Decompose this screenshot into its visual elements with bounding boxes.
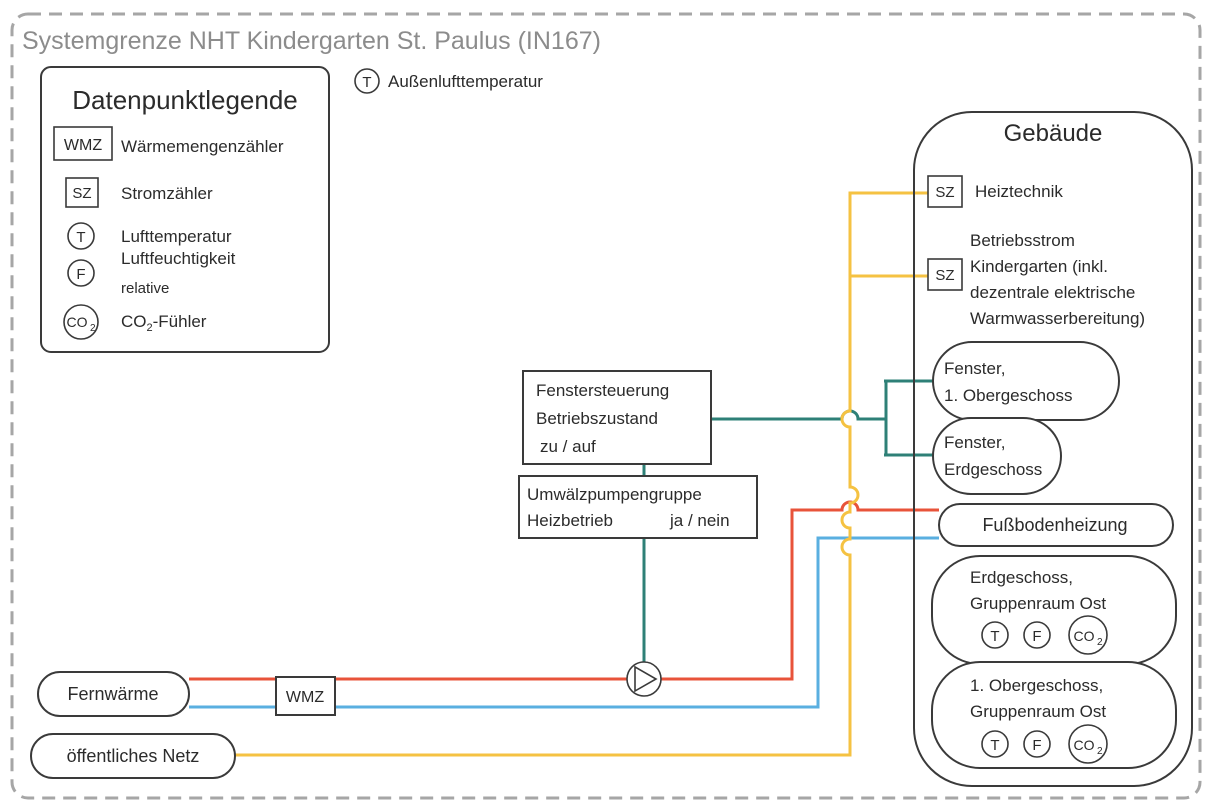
legend-sz-label: Stromzähler <box>121 184 213 203</box>
sz-heiztechnik-symbol: SZ <box>935 184 954 201</box>
building: Gebäude SZ Heiztechnik SZ Betriebsstrom … <box>913 111 1193 787</box>
heat-meter-label: WMZ <box>286 689 324 706</box>
window-control-line-1: Fenstersteuerung <box>536 381 669 400</box>
floor-heating-label: Fußbodenheizung <box>982 515 1127 535</box>
legend: Datenpunktlegende WMZ Wärmemengenzähler … <box>40 66 330 353</box>
legend-wmz-icon <box>53 126 113 161</box>
room-og-co2-sensor-icon <box>1068 724 1108 764</box>
heiztechnik-label: Heiztechnik <box>975 182 1063 201</box>
room-eg-temperature-sensor-icon <box>981 621 1009 649</box>
supply-lines <box>189 500 939 681</box>
legend-sz-symbol: SZ <box>72 185 91 202</box>
room-og-humidity-sensor-icon <box>1023 730 1051 758</box>
window-control-box: Fenstersteuerung Betriebszustand zu / au… <box>522 370 712 465</box>
district-heating-box <box>37 671 190 717</box>
room-og-f-symbol: F <box>1032 737 1041 754</box>
window-og-line-1: Fenster, <box>944 359 1005 378</box>
legend-t-symbol: T <box>76 229 85 246</box>
heat-meter-box <box>275 676 336 716</box>
window-eg-line-1: Fenster, <box>944 433 1005 452</box>
legend-co2-symbol: CO <box>67 314 88 330</box>
district-heating-label: Fernwärme <box>67 684 158 704</box>
pump-group-line-3: ja / nein <box>669 511 730 530</box>
sz-betriebsstrom-icon <box>927 258 963 291</box>
pump-group-line-2: Heizbetrieb <box>527 511 613 530</box>
window-eg-box <box>932 417 1062 495</box>
building-title: Gebäude <box>1004 120 1103 147</box>
window-control-line-2: Betriebszustand <box>536 409 658 428</box>
legend-f-symbol: F <box>76 266 85 283</box>
betriebsstrom-line-1: Betriebsstrom <box>970 231 1075 250</box>
pump-icon <box>626 661 662 697</box>
floor-heating-box <box>938 503 1174 547</box>
room-eg-t-symbol: T <box>990 628 999 645</box>
legend-co2-label: CO2-Fühler <box>121 312 207 334</box>
legend-wmz-label: Wärmemengenzähler <box>121 137 284 156</box>
room-og-co2-sub: 2 <box>1097 746 1103 757</box>
legend-f-label: Luftfeuchtigkeit <box>121 249 236 268</box>
betriebsstrom-line-3: dezentrale elektrische <box>970 283 1135 302</box>
room-eg-co2-sub: 2 <box>1097 637 1103 648</box>
room-og-co2-symbol: CO <box>1074 737 1095 753</box>
window-og-line-2: 1. Obergeschoss <box>944 386 1073 405</box>
room-eg-co2-symbol: CO <box>1074 628 1095 644</box>
window-control-line-3: zu / auf <box>540 437 596 456</box>
room-og-line-2: Gruppenraum Ost <box>970 702 1106 721</box>
window-og-box <box>932 341 1120 421</box>
room-og-line-1: 1. Obergeschoss, <box>970 676 1103 695</box>
legend-co2-symbol-sub: 2 <box>90 323 96 334</box>
outdoor-temperature-label: Außenlufttemperatur <box>388 72 543 91</box>
room-eg-co2-sensor-icon <box>1068 615 1108 655</box>
system-boundary-title: Systemgrenze NHT Kindergarten St. Paulus… <box>22 27 601 55</box>
legend-t-label: Lufttemperatur <box>121 227 232 246</box>
pump-group-box: Umwälzpumpengruppe Heizbetrieb ja / nein <box>518 475 758 539</box>
pump-group-line-1: Umwälzpumpengruppe <box>527 485 702 504</box>
electricity-lines <box>235 191 928 757</box>
betriebsstrom-line-2: Kindergarten (inkl. <box>970 257 1108 276</box>
legend-wmz-symbol: WMZ <box>64 137 102 154</box>
room-eg-humidity-sensor-icon <box>1023 621 1051 649</box>
outdoor-temperature-sensor-icon <box>354 68 380 94</box>
outdoor-temperature-symbol: T <box>362 74 371 91</box>
room-eg-line-1: Erdgeschoss, <box>970 568 1073 587</box>
system-boundary <box>10 12 1202 800</box>
sz-betriebsstrom-symbol: SZ <box>935 267 954 284</box>
public-grid-label: öffentliches Netz <box>67 746 200 766</box>
legend-sz-icon <box>65 177 99 208</box>
sz-heiztechnik-icon <box>927 175 963 208</box>
public-grid-box <box>30 733 236 779</box>
room-og-t-symbol: T <box>990 737 999 754</box>
legend-f-sublabel: relative <box>121 280 169 297</box>
legend-co2-sensor-icon <box>63 304 99 340</box>
room-eg-f-symbol: F <box>1032 628 1041 645</box>
room-og-temperature-sensor-icon <box>981 730 1009 758</box>
room-eg-line-2: Gruppenraum Ost <box>970 594 1106 613</box>
betriebsstrom-line-4: Warmwasserbereitung) <box>970 309 1145 328</box>
legend-title: Datenpunktlegende <box>72 85 298 115</box>
return-lines <box>189 536 939 709</box>
window-eg-line-2: Erdgeschoss <box>944 460 1042 479</box>
legend-humidity-sensor-icon <box>67 259 95 287</box>
legend-temperature-sensor-icon <box>67 222 95 250</box>
